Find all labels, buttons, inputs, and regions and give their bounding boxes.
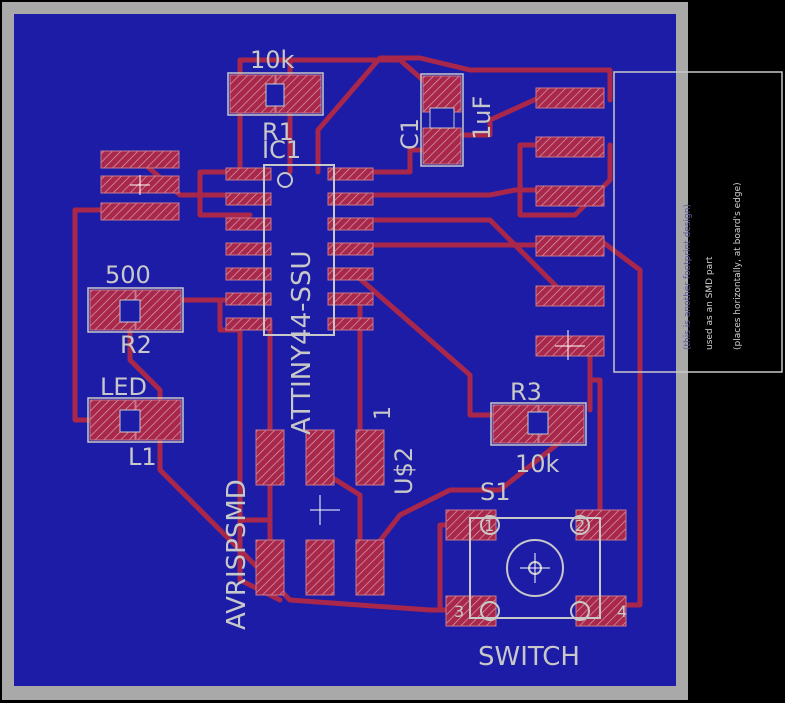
c1-value-label: 1uF	[468, 96, 496, 140]
led-value-label: LED	[100, 373, 147, 401]
svg-text:used as an SMD part: used as an SMD part	[705, 256, 715, 350]
usb-pin1-label: 1	[371, 406, 396, 420]
r3-name-label: R3	[510, 378, 542, 406]
origin-marks	[130, 175, 585, 583]
s1-name-label: S1	[480, 478, 511, 506]
ic1-part-label: ATTINY44-SSU	[287, 250, 317, 435]
avr-name-label: AVRISPSMD	[222, 479, 252, 630]
switch-pin1-label: 1	[484, 516, 494, 535]
silk-outlines	[87, 71, 783, 619]
c1-pad-1	[422, 75, 462, 113]
r1-name-label: R1	[262, 118, 294, 146]
led-name-label: L1	[128, 443, 157, 471]
switch-pin3-label: 3	[454, 602, 464, 621]
r2-name-label: R2	[120, 331, 152, 359]
note-text: (places horizontally, at board's edge) u…	[683, 182, 743, 350]
switch-pin-numbers: 1 2 3 4	[454, 516, 627, 621]
r3-value-label: 10k	[515, 450, 560, 478]
c1-name-label: C1	[396, 118, 424, 150]
switch-pin4-label: 4	[617, 602, 627, 621]
r1-value-label: 10k	[250, 46, 295, 74]
switch-pin2-label: 2	[575, 516, 585, 535]
component-bodies	[119, 83, 549, 435]
switch-pins	[480, 515, 590, 621]
svg-text:(places horizontally, at board: (places horizontally, at board's edge)	[733, 182, 743, 350]
c1-pad-2	[422, 127, 462, 165]
usb-name-label: U$2	[390, 447, 418, 495]
svg-text:(this is another footprint des: (this is another footprint design)	[683, 204, 693, 350]
r2-value-label: 500	[105, 261, 151, 289]
switch-value-label: SWITCH	[478, 642, 580, 672]
ic1-name-label: IC1	[262, 136, 301, 164]
